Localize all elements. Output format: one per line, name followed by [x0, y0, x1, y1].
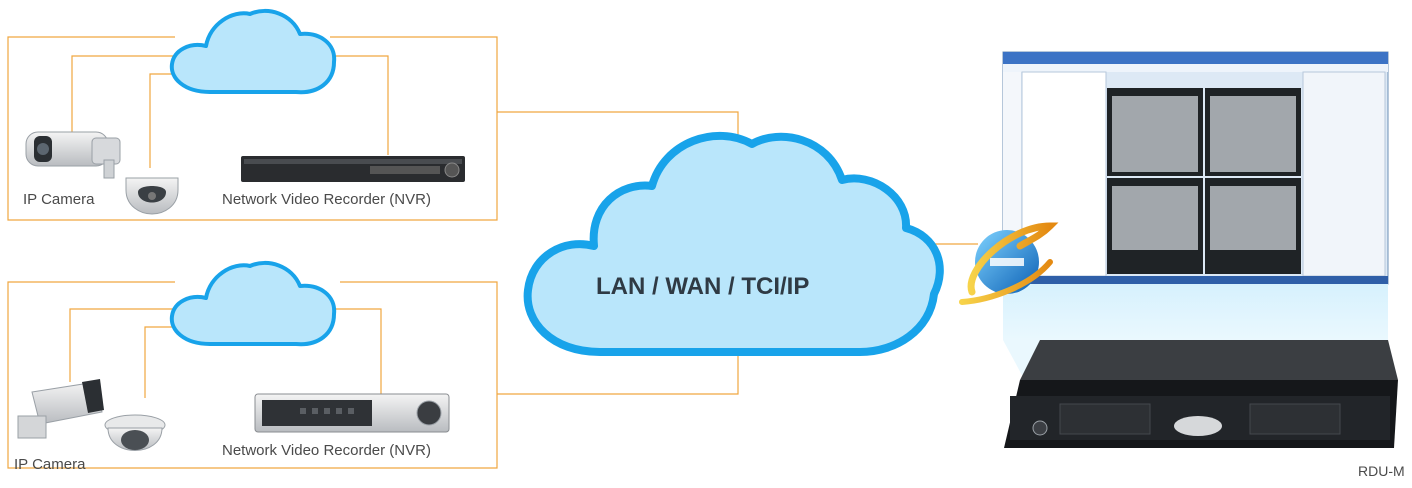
- rack-server-icon: [1004, 340, 1398, 448]
- nvr-icon: [254, 393, 450, 433]
- ip-camera-dome-icon: [125, 177, 179, 215]
- nvr-label: Network Video Recorder (NVR): [222, 191, 431, 208]
- ip-camera-label: IP Camera: [23, 191, 95, 208]
- ip-camera-dome-icon: [104, 414, 166, 451]
- nvr-label: Network Video Recorder (NVR): [222, 442, 431, 459]
- cloud-icon: [169, 260, 337, 347]
- cloud-icon: [523, 131, 944, 356]
- browser-icon: [959, 222, 1059, 305]
- monitor-screen-icon: [1002, 51, 1389, 285]
- ip-camera-label: IP Camera: [14, 456, 86, 473]
- cloud-icon: [169, 8, 337, 95]
- ip-camera-bullet-icon: [17, 379, 104, 439]
- server-label: RDU-M: [1358, 463, 1405, 479]
- ip-camera-bullet-icon: [25, 131, 121, 179]
- network-label: LAN / WAN / TCI/IP: [596, 273, 810, 300]
- projection-beam: [1003, 284, 1388, 340]
- nvr-icon: [241, 156, 465, 182]
